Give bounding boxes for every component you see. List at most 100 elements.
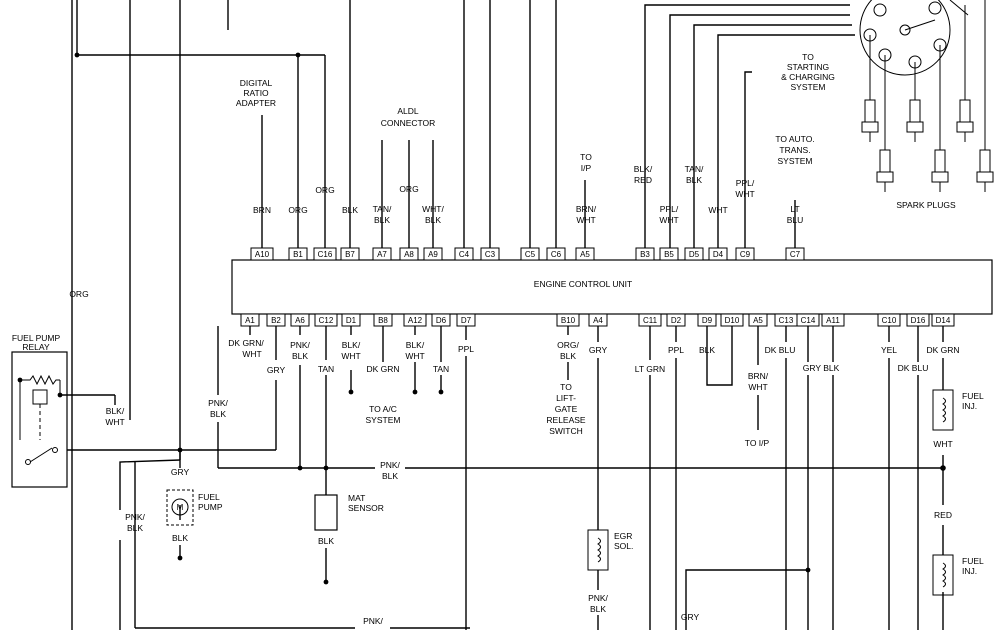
svg-text:WHT: WHT [735, 189, 754, 199]
top-pin-label: D5 [689, 250, 700, 259]
label-aldl-1: ALDL [397, 106, 419, 116]
bottom-pin-label: D9 [702, 316, 713, 325]
component-labels: DIGITAL RATIO ADAPTER ALDL CONNECTOR TO … [12, 52, 984, 576]
top-pin-label: B1 [293, 250, 303, 259]
fuel-injector-icon-2 [932, 554, 954, 596]
fuel-injector-icon-1 [932, 389, 954, 431]
bottom-pin-label: D14 [936, 316, 951, 325]
svg-text:BLK: BLK [374, 215, 390, 225]
svg-text:GRY: GRY [681, 612, 700, 622]
label-auto-trans-1: TO AUTO. [775, 134, 814, 144]
label-mat-1: MAT [348, 493, 365, 503]
label-relay-1: FUEL PUMP [12, 333, 61, 343]
bottom-pin-label: D6 [436, 316, 447, 325]
svg-text:TAN/: TAN/ [685, 164, 704, 174]
ecu-title: ENGINE CONTROL UNIT [534, 279, 632, 289]
label-ac-2: SYSTEM [366, 415, 401, 425]
svg-text:BLK/: BLK/ [342, 340, 361, 350]
svg-text:PNK/: PNK/ [290, 340, 310, 350]
bottom-pin-label: D1 [346, 316, 357, 325]
label-to-ip-bottom: TO I/P [745, 438, 770, 448]
ecu-box [231, 259, 993, 315]
label-liftgate-2: LIFT- [556, 393, 576, 403]
svg-text:WHT/: WHT/ [422, 204, 444, 214]
svg-text:RED: RED [634, 175, 652, 185]
svg-text:ORG: ORG [69, 289, 88, 299]
label-starting-3: & CHARGING [781, 72, 835, 82]
svg-text:PNK/: PNK/ [363, 616, 383, 626]
top-pin-label: B5 [664, 250, 674, 259]
svg-text:GRY: GRY [171, 467, 190, 477]
svg-text:PNK/: PNK/ [588, 593, 608, 603]
egr-solenoid-icon [587, 529, 609, 571]
label-inj1-1: FUEL [962, 391, 984, 401]
label-egr-1: EGR [614, 531, 632, 541]
svg-text:BLK: BLK [172, 533, 188, 543]
bottom-pin-label: A11 [826, 316, 840, 325]
top-pin-label: C4 [459, 250, 470, 259]
top-pin-label: B3 [640, 250, 650, 259]
svg-text:BLK: BLK [560, 351, 576, 361]
label-spark-plugs: SPARK PLUGS [896, 200, 956, 210]
bottom-pin-label: D7 [461, 316, 472, 325]
top-pin-label: C16 [318, 250, 333, 259]
top-pin-label: C5 [525, 250, 536, 259]
svg-text:BLK: BLK [127, 523, 143, 533]
svg-text:PNK/: PNK/ [208, 398, 228, 408]
svg-text:GRY BLK: GRY BLK [803, 363, 840, 373]
svg-text:WHT: WHT [242, 349, 261, 359]
label-liftgate-5: SWITCH [549, 426, 583, 436]
top-pin-label: A8 [404, 250, 414, 259]
svg-text:YEL: YEL [881, 345, 897, 355]
svg-text:TAN/: TAN/ [373, 204, 392, 214]
svg-text:BLK: BLK [590, 604, 606, 614]
label-inj2-1: FUEL [962, 556, 984, 566]
label-digital-ratio-1: DIGITAL [240, 78, 273, 88]
top-pin-label: A9 [428, 250, 438, 259]
svg-text:DK GRN: DK GRN [926, 345, 959, 355]
fuel-pump-relay [11, 351, 116, 488]
top-pin-label: A10 [255, 250, 270, 259]
svg-text:WHT: WHT [659, 215, 678, 225]
bottom-pin-label: C14 [801, 316, 816, 325]
svg-text:RED: RED [934, 510, 952, 520]
svg-text:BLK: BLK [318, 536, 334, 546]
svg-text:PPL: PPL [668, 345, 684, 355]
svg-text:BRN/: BRN/ [576, 204, 597, 214]
bottom-pin-label: A6 [295, 316, 305, 325]
label-egr-2: SOL. [614, 541, 633, 551]
svg-text:BRN: BRN [253, 205, 271, 215]
bottom-pin-label: C13 [779, 316, 794, 325]
top-pin-label: A5 [580, 250, 590, 259]
svg-text:BLK: BLK [699, 345, 715, 355]
svg-text:WHT: WHT [405, 351, 424, 361]
svg-text:ORG/: ORG/ [557, 340, 579, 350]
svg-text:PPL/: PPL/ [736, 178, 755, 188]
svg-text:PPL: PPL [458, 344, 474, 354]
spark-plug-icons [861, 0, 994, 192]
bottom-pin-label: D10 [725, 316, 740, 325]
svg-text:ORG: ORG [315, 185, 334, 195]
bottom-pin-label: A4 [593, 316, 603, 325]
bottom-pin-label: C11 [643, 316, 658, 325]
label-to-ip-2: I/P [581, 163, 592, 173]
bottom-pin-label: B10 [561, 316, 576, 325]
fuel-pump-icon: M [166, 489, 194, 526]
label-digital-ratio-3: ADAPTER [236, 98, 276, 108]
svg-text:DK GRN/: DK GRN/ [228, 338, 264, 348]
bottom-pin-label: D16 [911, 316, 926, 325]
svg-text:BLK: BLK [292, 351, 308, 361]
label-liftgate-1: TO [560, 382, 572, 392]
bottom-pin-label: C12 [319, 316, 334, 325]
svg-text:WHT: WHT [105, 417, 124, 427]
distributor-icon [859, 0, 969, 76]
svg-text:WHT: WHT [708, 205, 727, 215]
svg-text:WHT: WHT [933, 439, 952, 449]
svg-text:GRY: GRY [589, 345, 608, 355]
label-inj1-2: INJ. [962, 401, 977, 411]
svg-text:GRY: GRY [267, 365, 286, 375]
top-pin-label: A7 [377, 250, 387, 259]
svg-text:PNK/: PNK/ [380, 460, 400, 470]
